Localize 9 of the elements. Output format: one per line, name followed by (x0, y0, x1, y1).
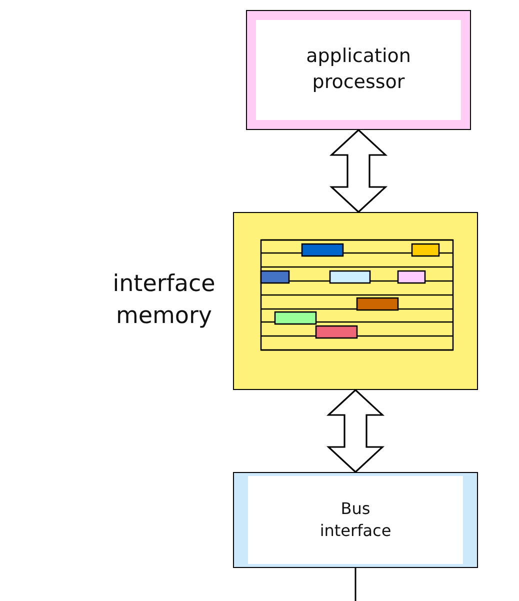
node-caption: interface memory (112, 270, 216, 332)
connector-line (354, 568, 356, 601)
bus-interface-box (233, 472, 478, 568)
double-arrow (326, 388, 385, 474)
processor-box (246, 10, 471, 130)
node-label: Bus interface (318, 498, 392, 542)
node-label: application processor (305, 44, 412, 95)
memory-box (233, 212, 478, 390)
double-arrow (329, 128, 388, 214)
